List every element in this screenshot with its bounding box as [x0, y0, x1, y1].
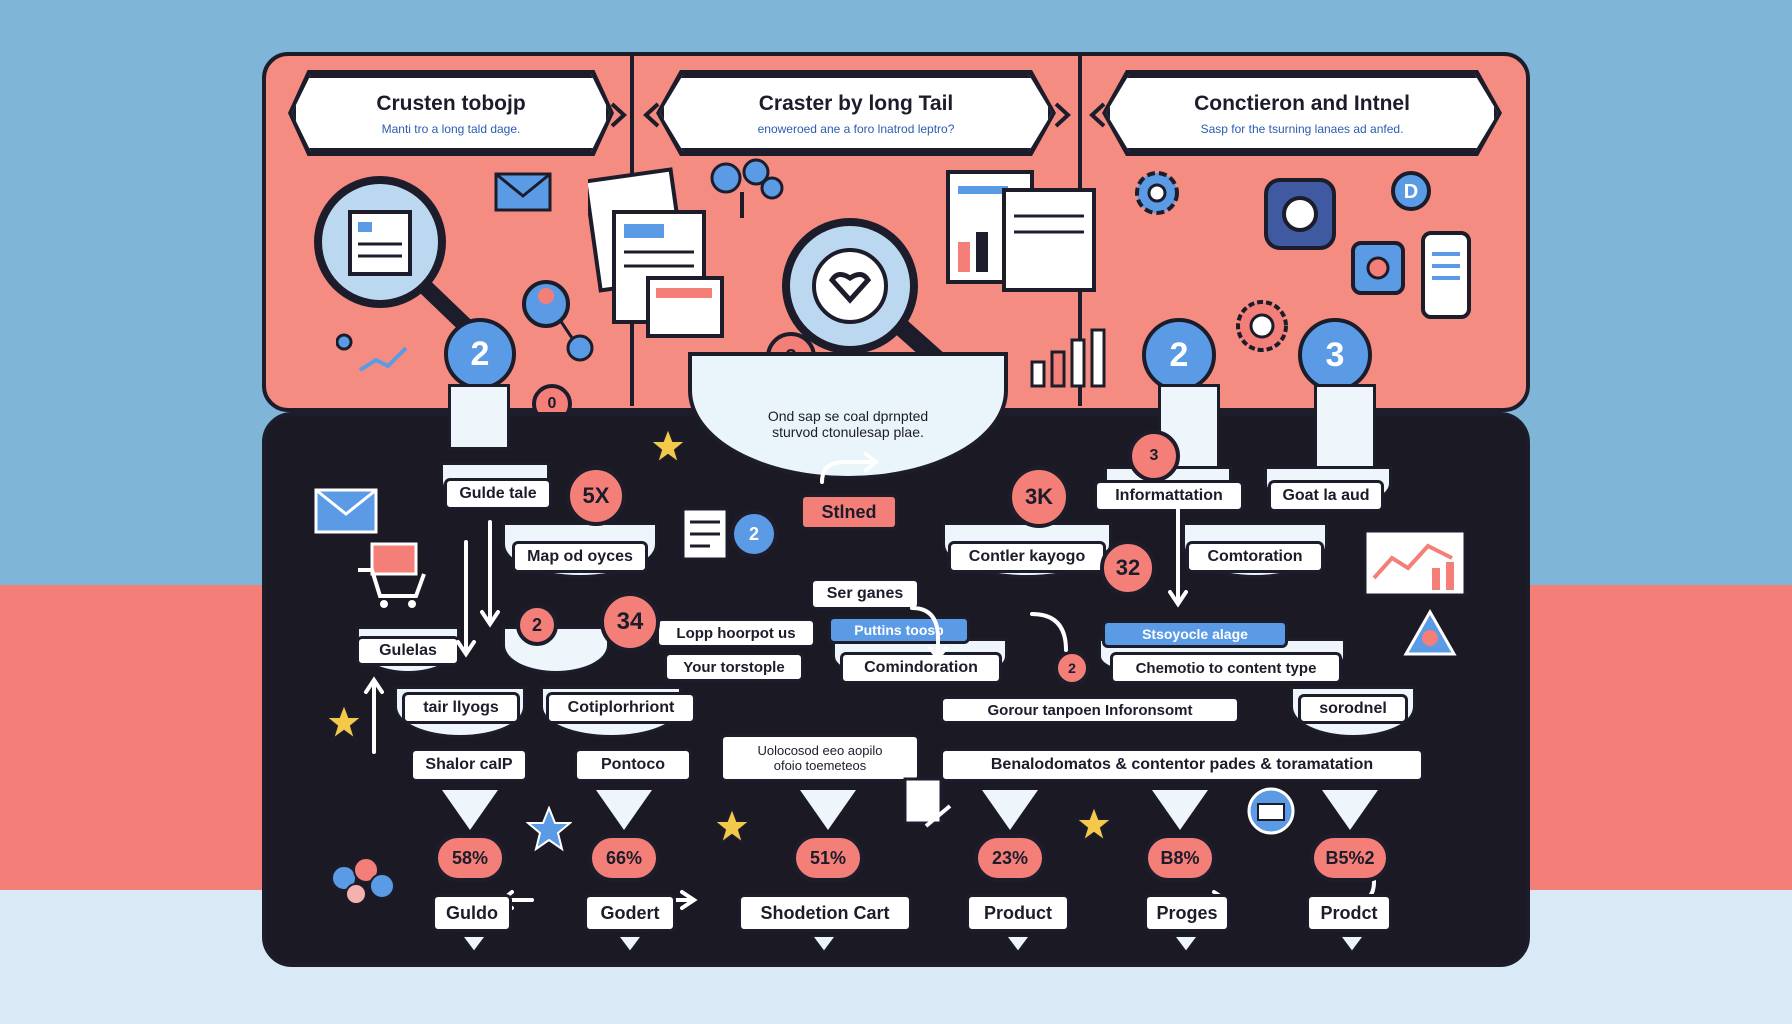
label-shalor-calp: Shalor caIP — [410, 748, 528, 782]
header-title: Craster by long Tail — [758, 92, 954, 115]
magnifier-document-icon — [314, 176, 476, 336]
label-benalodomatos: Benalodomatos & contentor pades & torama… — [940, 748, 1424, 782]
envelope-icon — [314, 488, 378, 534]
stage-label-product: Product — [966, 894, 1070, 932]
network-node-icon — [522, 280, 594, 362]
funnel-cone — [442, 790, 498, 830]
count-badge: 5X — [566, 466, 626, 526]
star-icon — [1074, 804, 1114, 844]
section-header-2: Craster by long Tail enoweroed ane a for… — [660, 74, 1052, 152]
label-informattation: Informattation — [1094, 480, 1244, 512]
label-gulelas: Gulelas — [356, 636, 460, 666]
center-bowl-line1: Ond sap se coal dprnpted — [767, 408, 929, 424]
funnel-cone — [1322, 790, 1378, 830]
label-sorodnel: sorodnel — [1298, 694, 1408, 724]
label-cotiplorhriont: Cotiplorhriont — [546, 692, 696, 724]
stage-label-prodct: Prodct — [1306, 894, 1392, 932]
uolocosod-line2: ofoio toemeteos — [773, 758, 867, 773]
chevron-left-icon — [643, 102, 660, 128]
chevron-right-icon — [1054, 102, 1071, 128]
percentage-badge: 66% — [588, 834, 660, 882]
count-badge: 32 — [1100, 540, 1156, 596]
robot-icon — [1247, 787, 1295, 835]
percentage-badge: 23% — [974, 834, 1046, 882]
stage-label-godert: Godert — [584, 894, 676, 932]
tree-network-icon — [710, 158, 784, 218]
user-icon — [1403, 608, 1457, 656]
app-square-icon — [1351, 241, 1405, 295]
svg-text:D: D — [1404, 181, 1418, 203]
label-gorour-tanpoen: Gorour tanpoen Inforonsomt — [940, 696, 1240, 724]
bottom-pointers — [460, 935, 1366, 954]
percentage-badge: 51% — [792, 834, 864, 882]
label-ser-ganes: Ser ganes — [810, 578, 920, 610]
label-guide-tale: Gulde tale — [444, 478, 552, 510]
label-staoyocle-alage: Stsoyocle alage — [1102, 620, 1288, 648]
funnel-cone — [1152, 790, 1208, 830]
percentage-badge: B8% — [1144, 834, 1216, 882]
chevron-right-icon — [610, 102, 627, 128]
label-comindoration: Comindoration — [840, 652, 1002, 684]
count-badge: 3 — [1128, 430, 1180, 482]
location-pin-badge: 2 — [730, 510, 778, 558]
header-title: Conctieron and Intnel — [1194, 92, 1410, 115]
pipe — [1314, 384, 1376, 470]
uolocosod-line1: Uolocosod eeo aopilo — [757, 743, 883, 758]
section-header-3: Conctieron and Intnel Sasp for the tsurn… — [1106, 74, 1498, 152]
chevron-left-icon — [1089, 102, 1106, 128]
label-tair-llyogs: tair llyogs — [402, 692, 520, 724]
funnel-cone — [982, 790, 1038, 830]
star-badge-icon — [526, 806, 572, 852]
label-puttins-toosp: Puttins toosp — [828, 616, 970, 644]
star-icon — [648, 426, 688, 466]
pen-document-icon — [903, 777, 952, 828]
bar-chart-icon — [1030, 328, 1106, 388]
label-goat-la-aud: Goat la aud — [1268, 480, 1384, 512]
label-chemotio: Chemotio to content type — [1110, 652, 1342, 684]
target-gear-icon — [1236, 300, 1288, 352]
trend-chart-icon — [1363, 529, 1467, 597]
line-chart-icon — [336, 333, 408, 372]
step-badge: 2 — [1142, 318, 1216, 392]
document-icon — [681, 507, 729, 561]
people-group-icon — [331, 857, 395, 905]
header-subtitle: Sasp for the tsurning lanaes ad anfed. — [1200, 122, 1404, 136]
stage-label-guldo: Guldo — [432, 894, 512, 932]
envelope-icon — [494, 172, 552, 212]
stage-label-proges: Proges — [1144, 894, 1230, 932]
flow-arrows — [364, 452, 1377, 910]
label-comtoration: Comtoration — [1186, 541, 1324, 573]
count-badge: 2 — [516, 604, 558, 646]
header-subtitle: enoweroed ane a foro lnatrod leptro? — [757, 122, 955, 136]
funnel-cone — [596, 790, 652, 830]
step-badge: 3 — [1298, 318, 1372, 392]
count-badge: 34 — [600, 592, 660, 652]
count-badge: 3K — [1008, 466, 1070, 528]
step-badge: 2 — [444, 318, 516, 390]
percentage-badge: B5%2 — [1310, 834, 1390, 882]
pipe — [448, 384, 510, 450]
d-circle-icon: D — [1391, 171, 1431, 211]
documents-stack-icon — [588, 167, 724, 338]
star-icon — [324, 702, 364, 742]
shopping-cart-icon — [358, 542, 426, 608]
stage-label-shodetion-cart: Shodetion Cart — [738, 894, 912, 932]
funnel-cone — [800, 790, 856, 830]
center-bowl-line2: sturvod ctonulesap plae. — [772, 424, 924, 440]
count-badge: 2 — [1054, 650, 1090, 686]
label-stlned: Stlned — [800, 494, 898, 530]
header-subtitle: Manti tro a long tald dage. — [381, 122, 521, 136]
phone-icon — [1421, 231, 1471, 319]
gear-icon — [1135, 171, 1179, 215]
documents-chart-icon — [946, 170, 1096, 292]
percentage-badge: 58% — [434, 834, 506, 882]
label-pontoco: Pontoco — [574, 748, 692, 782]
label-map-od-oyces: Map od oyces — [512, 541, 648, 573]
section-header-1: Crusten tobojp Manti tro a long tald dag… — [292, 74, 610, 152]
header-title: Crusten tobojp — [376, 92, 526, 115]
label-uolocosod: Uolocosod eeo aopilo ofoio toemeteos — [720, 734, 920, 782]
camera-icon — [1264, 178, 1336, 250]
star-icon — [712, 806, 752, 846]
label-your-torstople: Your torstople — [664, 652, 804, 682]
